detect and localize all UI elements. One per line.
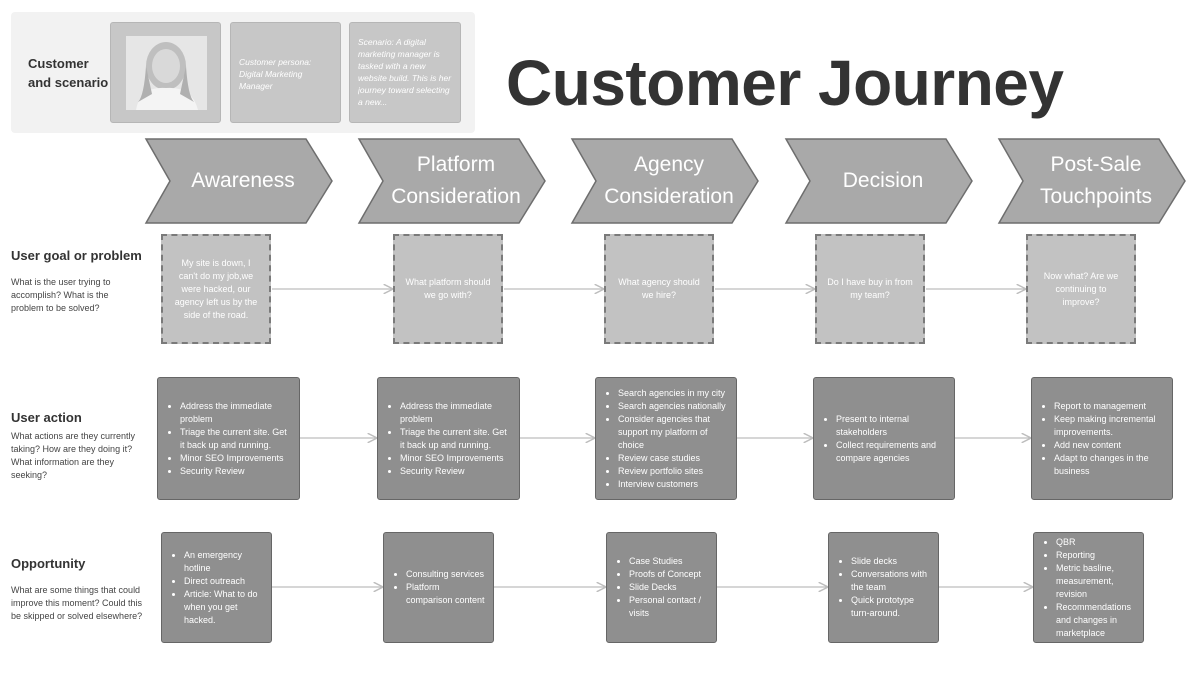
list-item: Consider agencies that support my platfo… xyxy=(618,413,730,452)
list-item: Security Review xyxy=(180,465,293,478)
row-desc-opportunity: What are some things that could improve … xyxy=(11,585,143,621)
persona-avatar xyxy=(126,36,207,110)
action-box-agency: Search agencies in my citySearch agencie… xyxy=(595,377,737,500)
list-item: An emergency hotline xyxy=(184,549,265,575)
stage-chevron-post-sale: Post-Sale Touchpoints xyxy=(997,137,1187,225)
page-title: Customer Journey xyxy=(506,47,1064,119)
action-box-decision: Present to internal stakeholdersCollect … xyxy=(813,377,955,500)
list-item: Report to management xyxy=(1054,400,1166,413)
list-item: Triage the current site. Get it back up … xyxy=(400,426,513,452)
goal-box-agency: What agency should we hire? xyxy=(604,234,714,344)
scenario-card: Scenario: A digital marketing manager is… xyxy=(349,22,461,123)
opportunity-box-awareness: An emergency hotlineDirect outreachArtic… xyxy=(161,532,272,643)
stage-chevron-agency: Agency Consideration xyxy=(570,137,760,225)
list-item: Keep making incremental improvements. xyxy=(1054,413,1166,439)
action-box-platform: Address the immediate problemTriage the … xyxy=(377,377,520,500)
list-item: Collect requirements and compare agencie… xyxy=(836,439,948,465)
persona-card: Customer persona: Digital Marketing Mana… xyxy=(230,22,341,123)
row-desc-action: What actions are they currently taking? … xyxy=(11,431,136,480)
list-item: Search agencies in my city xyxy=(618,387,730,400)
list-item: Add new content xyxy=(1054,439,1166,452)
opportunity-list: An emergency hotlineDirect outreachArtic… xyxy=(162,549,271,627)
goal-box-post-sale: Now what? Are we continuing to improve? xyxy=(1026,234,1136,344)
list-item: Reporting xyxy=(1056,549,1137,562)
list-item: Minor SEO Improvements xyxy=(180,452,293,465)
action-list: Report to managementKeep making incremen… xyxy=(1032,400,1172,478)
action-box-post-sale: Report to managementKeep making incremen… xyxy=(1031,377,1173,500)
stage-label: Agency Consideration xyxy=(604,153,734,208)
list-item: Slide Decks xyxy=(629,581,710,594)
stage-chevron-platform: Platform Consideration xyxy=(357,137,547,225)
scenario-text: Scenario: A digital marketing manager is… xyxy=(358,37,452,107)
list-item: Conversations with the team xyxy=(851,568,932,594)
row-title-action: User action xyxy=(11,410,82,425)
opportunity-box-decision: Slide decksConversations with the teamQu… xyxy=(828,532,939,643)
opportunity-box-agency: Case StudiesProofs of ConceptSlide Decks… xyxy=(606,532,717,643)
list-item: Adapt to changes in the business xyxy=(1054,452,1166,478)
opportunity-box-post-sale: QBRReportingMetric basline, measurement,… xyxy=(1033,532,1144,643)
list-item: Personal contact / visits xyxy=(629,594,710,620)
opportunity-list: Case StudiesProofs of ConceptSlide Decks… xyxy=(607,555,716,620)
action-list: Search agencies in my citySearch agencie… xyxy=(596,387,736,491)
list-item: Address the immediate problem xyxy=(180,400,293,426)
list-item: Slide decks xyxy=(851,555,932,568)
list-item: Address the immediate problem xyxy=(400,400,513,426)
list-item: Consulting services xyxy=(406,568,487,581)
list-item: Article: What to do when you get hacked. xyxy=(184,588,265,627)
list-item: Security Review xyxy=(400,465,513,478)
persona-text: Customer persona: Digital Marketing Mana… xyxy=(239,57,312,91)
list-item: Quick prototype turn-around. xyxy=(851,594,932,620)
list-item: Metric basline, measurement, revision xyxy=(1056,562,1137,601)
list-item: Direct outreach xyxy=(184,575,265,588)
list-item: QBR xyxy=(1056,536,1137,549)
action-list: Address the immediate problemTriage the … xyxy=(378,400,519,478)
goal-box-awareness: My site is down, I can't do my job,we we… xyxy=(161,234,271,344)
list-item: Present to internal stakeholders xyxy=(836,413,948,439)
action-box-awareness: Address the immediate problemTriage the … xyxy=(157,377,300,500)
list-item: Triage the current site. Get it back up … xyxy=(180,426,293,452)
stage-chevron-awareness: Awareness xyxy=(144,137,334,225)
stage-chevron-decision: Decision xyxy=(784,137,974,225)
goal-box-platform: What platform should we go with? xyxy=(393,234,503,344)
opportunity-list: Slide decksConversations with the teamQu… xyxy=(829,555,938,620)
list-item: Minor SEO Improvements xyxy=(400,452,513,465)
stage-label: Decision xyxy=(842,169,924,192)
opportunity-box-platform: Consulting servicesPlatform comparison c… xyxy=(383,532,494,643)
persona-panel-label: Customer and scenario xyxy=(28,56,109,90)
list-item: Case Studies xyxy=(629,555,710,568)
stage-label: Awareness xyxy=(191,169,295,192)
list-item: Proofs of Concept xyxy=(629,568,710,581)
persona-photo-card xyxy=(110,22,221,123)
list-item: Recommendations and changes in marketpla… xyxy=(1056,601,1137,640)
row-title-goal: User goal or problem xyxy=(11,248,142,263)
list-item: Interview customers xyxy=(618,478,730,491)
list-item: Platform comparison content xyxy=(406,581,487,607)
list-item: Search agencies nationally xyxy=(618,400,730,413)
opportunity-list: Consulting servicesPlatform comparison c… xyxy=(384,568,493,607)
goal-box-decision: Do I have buy in from my team? xyxy=(815,234,925,344)
list-item: Review case studies xyxy=(618,452,730,465)
action-list: Present to internal stakeholdersCollect … xyxy=(814,413,954,465)
stage-label: Platform Consideration xyxy=(391,153,521,208)
row-desc-goal: What is the user trying to accomplish? W… xyxy=(11,277,111,313)
list-item: Review portfolio sites xyxy=(618,465,730,478)
row-title-opportunity: Opportunity xyxy=(11,556,86,571)
action-list: Address the immediate problemTriage the … xyxy=(158,400,299,478)
stage-label: Post-Sale Touchpoints xyxy=(1039,153,1153,208)
persona-panel: Customer and scenario Customer persona: … xyxy=(11,12,475,133)
opportunity-list: QBRReportingMetric basline, measurement,… xyxy=(1034,536,1143,640)
